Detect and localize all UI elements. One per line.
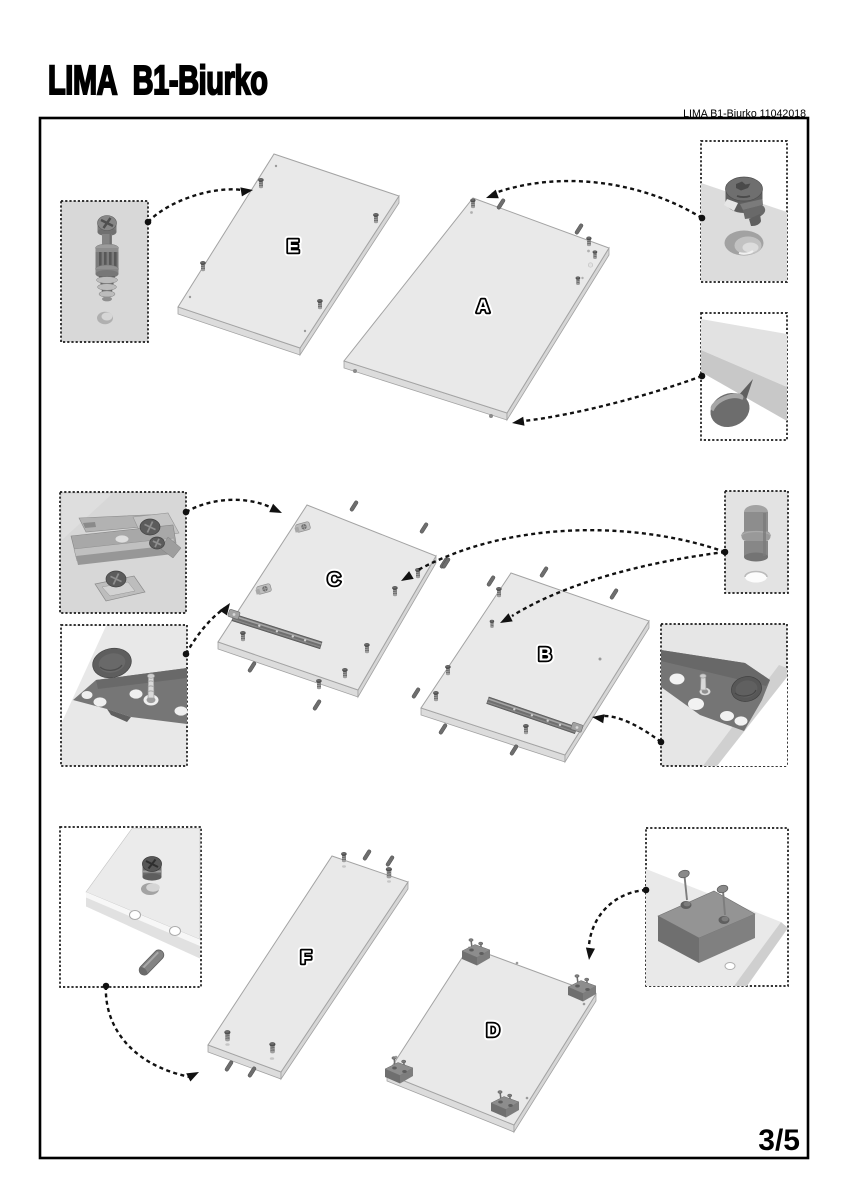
svg-text:E: E bbox=[287, 236, 299, 257]
svg-text:D: D bbox=[486, 1020, 499, 1041]
svg-text:F: F bbox=[300, 947, 311, 968]
svg-text:E: E bbox=[287, 236, 299, 257]
svg-text:C: C bbox=[327, 569, 340, 590]
svg-text:F: F bbox=[300, 947, 311, 968]
svg-text:B: B bbox=[538, 644, 551, 665]
svg-text:LIMA B1-Biurko: LIMA B1-Biurko bbox=[48, 57, 268, 103]
svg-text:B: B bbox=[538, 644, 551, 665]
svg-text:A: A bbox=[476, 296, 489, 317]
svg-text:D: D bbox=[486, 1020, 499, 1041]
svg-text:3/5: 3/5 bbox=[758, 1124, 800, 1157]
svg-text:C: C bbox=[327, 569, 340, 590]
svg-text:A: A bbox=[476, 296, 489, 317]
